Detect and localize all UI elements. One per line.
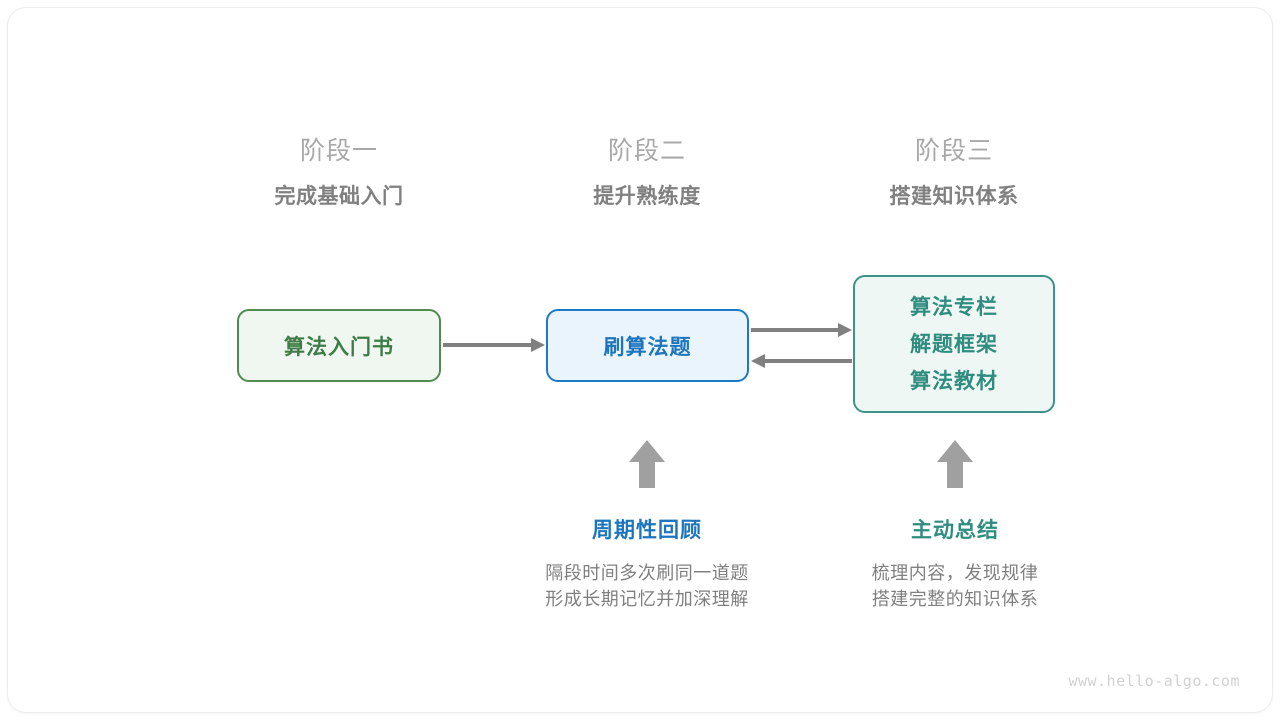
watermark: www.hello-algo.com [1068, 672, 1240, 690]
stage-title-1: 完成基础入门 [274, 185, 404, 208]
node-resources-line-2: 解题框架 [910, 332, 998, 356]
stage-header-1: 阶段一 完成基础入门 [209, 134, 469, 212]
stage-index-2: 阶段二 [607, 137, 686, 165]
stage-title-2: 提升熟练度 [593, 185, 701, 208]
arrow-shaft [443, 343, 533, 347]
arrow-up-summary-icon [937, 440, 973, 488]
node-intro-book: 算法入门书 [237, 309, 441, 382]
arrow-shaft [751, 328, 840, 332]
note-line-2: 搭建完整的知识体系 [871, 589, 1039, 609]
node-practice-problems-label: 刷算法题 [603, 335, 692, 359]
arrow-head [629, 440, 665, 462]
arrow-shaft [763, 359, 852, 363]
node-resources-line-3: 算法教材 [910, 369, 998, 393]
arrow-head [531, 338, 545, 352]
note-periodic-review-title: 周期性回顾 [592, 519, 702, 542]
arrow-head [751, 354, 765, 368]
stage-title-3: 搭建知识体系 [889, 185, 1019, 208]
arrow-practice-to-resources-icon [751, 320, 852, 340]
note-periodic-review-body: 隔段时间多次刷同一道题 形成长期记忆并加深理解 [497, 560, 797, 612]
node-practice-problems: 刷算法题 [546, 309, 749, 382]
arrow-head [937, 440, 973, 462]
node-resources-line-1: 算法专栏 [910, 295, 998, 319]
note-line-1: 隔段时间多次刷同一道题 [545, 563, 749, 583]
note-periodic-review: 周期性回顾 隔段时间多次刷同一道题 形成长期记忆并加深理解 [497, 516, 797, 612]
stage-index-3: 阶段三 [914, 137, 993, 165]
note-active-summary-title: 主动总结 [911, 519, 999, 542]
stage-index-1: 阶段一 [299, 137, 378, 165]
note-line-2: 形成长期记忆并加深理解 [545, 589, 749, 609]
stage-header-2: 阶段二 提升熟练度 [517, 134, 777, 212]
diagram-canvas: 阶段一 完成基础入门 阶段二 提升熟练度 阶段三 搭建知识体系 算法入门书 刷算… [8, 8, 1272, 712]
arrow-book-to-practice-icon [443, 335, 545, 355]
arrow-resources-to-practice-icon [751, 351, 852, 371]
stage-header-3: 阶段三 搭建知识体系 [824, 134, 1084, 212]
node-resources: 算法专栏 解题框架 算法教材 [853, 275, 1055, 413]
node-intro-book-label: 算法入门书 [284, 335, 394, 359]
arrow-up-review-icon [629, 440, 665, 488]
note-line-1: 梳理内容，发现规律 [871, 563, 1039, 583]
note-active-summary-body: 梳理内容，发现规律 搭建完整的知识体系 [805, 560, 1105, 612]
arrow-shaft [639, 462, 655, 488]
note-active-summary: 主动总结 梳理内容，发现规律 搭建完整的知识体系 [805, 516, 1105, 612]
arrow-head [838, 323, 852, 337]
arrow-shaft [947, 462, 963, 488]
